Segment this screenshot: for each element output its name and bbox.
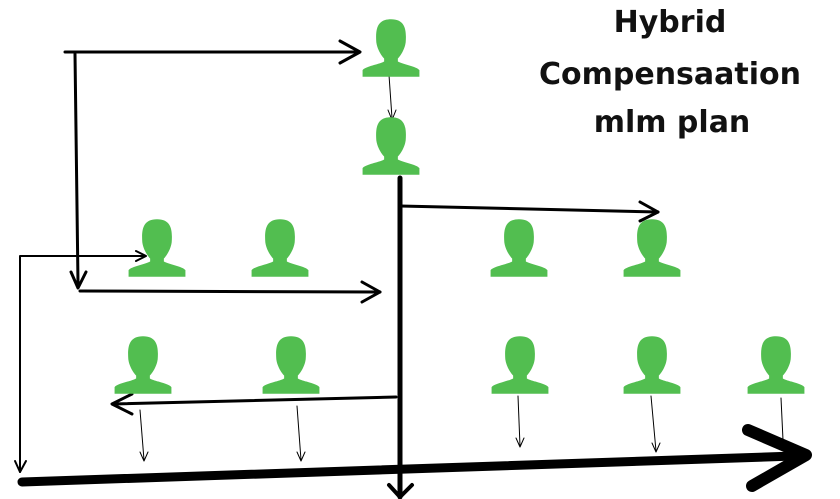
person-icon <box>262 336 320 394</box>
person-icon <box>128 219 186 277</box>
drop-arrow-4 <box>650 395 657 452</box>
arrow-head-left-branch <box>110 392 134 416</box>
connector-arrows <box>14 39 812 499</box>
arrow-head-top-member <box>338 39 362 65</box>
person-icon <box>362 117 420 175</box>
title-line-2: Compensaation <box>539 57 801 92</box>
arrow-head-left-drop <box>69 270 88 290</box>
person-icon <box>490 219 548 277</box>
arrow-left-branch <box>112 395 398 406</box>
arrow-head-loop-bottom <box>14 460 27 473</box>
arrow-right-branch <box>398 204 660 214</box>
bottom-main-arrow <box>17 451 800 487</box>
drop-arrow-2 <box>296 405 302 461</box>
person-icon <box>251 219 309 277</box>
drop-arrow-4-head <box>651 442 661 453</box>
bottom-main-arrow-head <box>742 424 812 492</box>
drop-arrow-3-head <box>515 437 525 448</box>
drop-arrow-3 <box>517 395 521 447</box>
arrow-head-loop-top <box>135 250 147 262</box>
title: Hybrid Compensaation mlm plan <box>539 5 805 140</box>
central-trunk-head <box>387 483 414 499</box>
drop-arrow-1-head <box>139 451 149 462</box>
person-icon <box>623 336 681 394</box>
drop-arrow-1 <box>139 409 145 461</box>
arrow-to-trunk <box>78 289 382 294</box>
arrow-top-to-second <box>388 74 393 119</box>
title-line-3: mlm plan <box>594 105 751 140</box>
arrow-left-drop <box>73 52 80 285</box>
drop-arrow-5 <box>780 397 784 441</box>
person-icon <box>114 336 172 394</box>
title-line-1: Hybrid <box>614 5 727 40</box>
arrow-head-right-branch <box>638 200 660 223</box>
drop-arrow-2-head <box>296 451 306 462</box>
arrow-outer-left-loop <box>19 255 146 473</box>
person-icon <box>747 336 805 394</box>
person-icon <box>362 19 420 77</box>
person-icon <box>623 219 681 277</box>
arrow-head-to-trunk <box>360 280 382 304</box>
person-icon <box>491 336 549 394</box>
